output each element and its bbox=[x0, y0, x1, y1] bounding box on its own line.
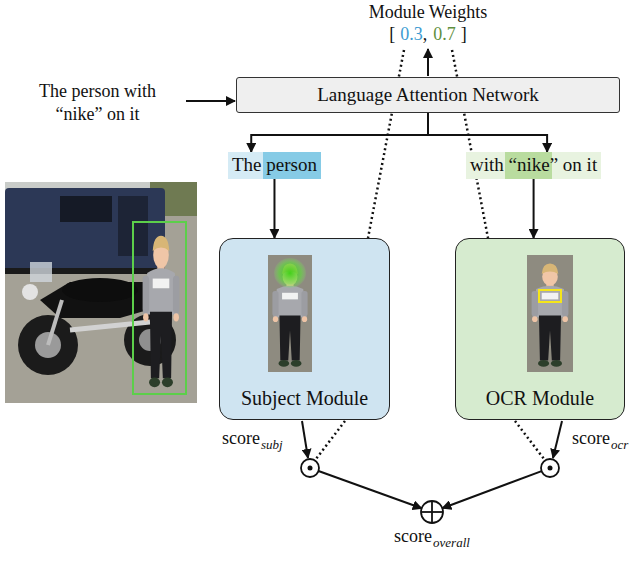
multiply-dot bbox=[548, 466, 553, 471]
subject-crop bbox=[268, 255, 312, 372]
sum-line bbox=[319, 471, 422, 508]
headlight bbox=[22, 284, 38, 300]
weight-value: 0.3 bbox=[400, 24, 423, 46]
connector-arrow bbox=[273, 179, 275, 238]
score-line bbox=[302, 421, 308, 458]
label-group: scoreocr bbox=[572, 428, 628, 453]
connector-arrow bbox=[428, 113, 547, 152]
phrase-highlight: with “nike” on it bbox=[466, 152, 601, 179]
label-group: The person with “nike” on it bbox=[15, 80, 180, 127]
sum-line bbox=[442, 471, 541, 508]
van-bumper bbox=[5, 268, 165, 274]
label-group: scoreoverall bbox=[332, 526, 532, 551]
label-group: Module Weights bbox=[278, 2, 578, 24]
attention-map bbox=[274, 258, 306, 288]
sum-symbol bbox=[421, 501, 443, 523]
score-line bbox=[553, 421, 562, 458]
score-subscript: overall bbox=[433, 535, 470, 551]
multiply-symbol bbox=[301, 459, 319, 477]
score-label: score bbox=[572, 428, 610, 450]
weight-line bbox=[515, 421, 544, 459]
node-text: OCR Module bbox=[486, 386, 594, 410]
label-group: [0.3,0.7] bbox=[278, 24, 578, 46]
crop-ground bbox=[268, 255, 312, 372]
network-box: Language Attention Network bbox=[236, 77, 620, 113]
weights-arrow bbox=[427, 49, 429, 76]
bracket: [ bbox=[389, 24, 395, 46]
bounding-box bbox=[133, 222, 186, 394]
score-subscript: subj bbox=[261, 437, 283, 453]
ground bbox=[5, 182, 197, 403]
multiply-symbol bbox=[541, 459, 559, 477]
separator: , bbox=[423, 24, 428, 46]
sum-cross bbox=[421, 511, 443, 513]
boy bbox=[143, 236, 180, 387]
exhaust bbox=[70, 322, 150, 330]
input-sentence: The person with “nike” on it bbox=[15, 80, 180, 127]
weight-line bbox=[316, 421, 345, 459]
score-subscript: ocr bbox=[611, 437, 628, 453]
connector-arrow bbox=[251, 113, 428, 152]
connector-arrow bbox=[533, 179, 535, 238]
fork bbox=[48, 300, 62, 345]
boy bbox=[532, 264, 569, 367]
van-window bbox=[60, 196, 112, 222]
ocr-crop bbox=[527, 255, 573, 372]
input-arrow bbox=[186, 100, 235, 102]
node-text: Subject Module bbox=[241, 386, 368, 410]
multiply-dot bbox=[308, 466, 313, 471]
score-label: score bbox=[222, 428, 260, 450]
van bbox=[5, 188, 165, 272]
weight-value: 0.7 bbox=[433, 24, 456, 46]
ocr-box bbox=[539, 290, 561, 302]
label-group: scoresubj bbox=[222, 428, 283, 453]
crop-ground bbox=[527, 255, 573, 372]
bracket: ] bbox=[461, 24, 467, 46]
node-text: The person bbox=[232, 154, 317, 177]
tank bbox=[62, 278, 138, 302]
node-text: with “nike” on it bbox=[470, 154, 597, 177]
windshield bbox=[30, 262, 52, 282]
photo bbox=[5, 182, 197, 403]
heading-label: Module Weights bbox=[369, 2, 488, 24]
node-text: Language Attention Network bbox=[317, 84, 539, 107]
phrase-highlight: The person bbox=[228, 152, 321, 179]
score-label: score bbox=[394, 526, 432, 548]
